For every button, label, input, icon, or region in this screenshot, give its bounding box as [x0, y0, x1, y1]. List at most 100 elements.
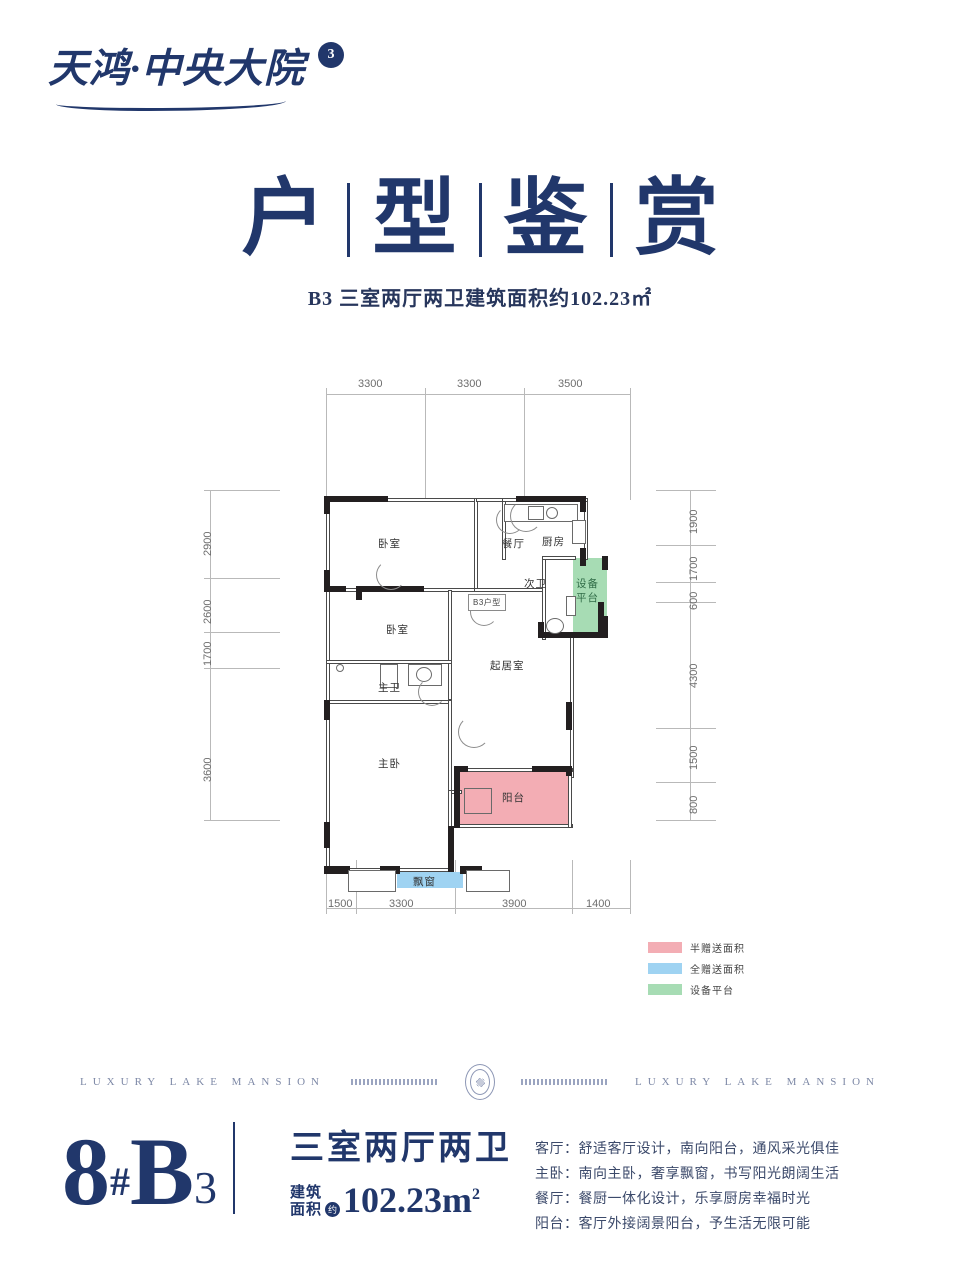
dim-top-line: [326, 394, 630, 395]
room-label-bedroom3: 卧室: [386, 624, 409, 636]
dim-left-line: [210, 490, 211, 820]
dim-left-tick-4: [204, 668, 280, 669]
page-title: 户 型 鉴 赏: [219, 168, 740, 272]
page-title-block: 户 型 鉴 赏 B3 三室两厅两卫建筑面积约102.23㎡: [0, 168, 960, 311]
door-arc-master-bath: [418, 678, 446, 706]
dim-right-tick-3: [656, 582, 716, 583]
dim-top-ext-4: [630, 394, 631, 500]
dim-right-6: 800: [688, 795, 700, 814]
dim-right-1: 1900: [688, 509, 700, 534]
dim-right-2: 1700: [688, 556, 700, 581]
dim-left-tick-5: [204, 820, 280, 821]
bay-window-frame-left: [348, 870, 396, 892]
subtitle-unit: ㎡: [631, 288, 653, 310]
room-label-equipment-platform-line2: 平台: [576, 592, 599, 604]
wall-masterbed-right-thick: [448, 826, 454, 872]
door-arc-master-bedroom: [458, 716, 490, 748]
dim-right-tick-6: [656, 782, 716, 783]
decorative-divider: LUXURY LAKE MANSION LUXURY LAKE MANSION: [0, 1062, 960, 1102]
room-label-equipment-platform-line1: 设备: [576, 578, 599, 590]
dim-right-tick-2: [656, 545, 716, 546]
wall-right-bedroom2: [474, 498, 478, 592]
floorplan: 3300 3300 3500 2900 2600 1700 3600 1900 …: [180, 370, 780, 930]
wall-balcony-tl: [454, 766, 468, 772]
bay-window-fill: [397, 872, 463, 888]
second-bath-toilet-icon: [546, 618, 564, 634]
divider-text-left: LUXURY LAKE MANSION: [80, 1076, 325, 1088]
wall-left-seg-2: [324, 700, 330, 720]
dim-right-tick-1: [656, 490, 716, 491]
title-char-2: 型: [372, 173, 457, 266]
unit-type-tag: B3户型: [468, 594, 506, 611]
dim-right-5: 1500: [688, 745, 700, 770]
dim-right-3: 600: [688, 591, 700, 610]
wall-bottom-left-thick: [324, 866, 350, 874]
wall-balcony-bottom: [457, 824, 573, 828]
unit-spec-block: 三室两厅两卫 建筑 面积 约 102.23m2: [290, 1128, 512, 1219]
room-label-master-bath: 主卫: [378, 682, 401, 694]
feature-list: 客厅：舒适客厅设计，南向阳台，通风采光俱佳 主卧：南向主卧，奢享飘窗，书写阳光朗…: [535, 1136, 840, 1236]
logo-swoosh-decoration: [56, 94, 286, 111]
room-label-living: 起居室: [490, 660, 525, 672]
wall-balcony-right: [568, 768, 572, 828]
wall-kitchen-top-thick: [516, 496, 586, 502]
wall-left-seg-3: [324, 822, 330, 848]
wall-balcony-left-thick: [454, 766, 460, 828]
legend-item-equipment-platform: 设备平台: [648, 982, 745, 997]
dim-top-ext-2: [425, 394, 426, 500]
dim-top-1: 3300: [358, 378, 383, 390]
wall-left-seg-1: [324, 570, 330, 592]
dim-bottom-2: 3300: [389, 898, 414, 910]
divider-medallion-icon: [465, 1064, 495, 1100]
door-arc-entry: [496, 506, 524, 534]
master-bath-toilet-icon: [380, 664, 398, 688]
wall-corner-tl: [324, 496, 330, 514]
kitchen-fridge: [572, 520, 586, 544]
dim-bottom-3: 3900: [502, 898, 527, 910]
dim-right-tick-7: [656, 820, 716, 821]
title-char-1: 户: [241, 173, 326, 266]
area-value: 102.23m2: [343, 1176, 480, 1219]
wall-mid-drop: [356, 586, 362, 600]
dim-right-line: [690, 490, 691, 820]
unit-letter: B: [130, 1118, 195, 1225]
title-separator-1: [347, 183, 351, 257]
balcony-utility-box: [464, 788, 492, 814]
dim-left-4: 3600: [202, 757, 214, 782]
balcony-fill: [457, 770, 570, 825]
dim-left-1: 2900: [202, 531, 214, 556]
wall-living-right-seg: [566, 702, 572, 730]
area-line: 建筑 面积 约 102.23m2: [290, 1176, 512, 1219]
dim-right-tick-4: [656, 602, 716, 603]
second-bath-sink-icon: [566, 596, 576, 616]
master-bath-shower-icon: [336, 664, 344, 672]
room-label-master-bedroom: 主卧: [378, 758, 401, 770]
wall-top-seg-1: [330, 496, 388, 502]
hash-symbol: #: [110, 1159, 130, 1204]
wall-right-masterbed: [448, 700, 452, 792]
wall-living-bottom-right: [566, 766, 572, 776]
divider-dash-left: [351, 1079, 439, 1085]
door-arc-bedroom3: [470, 598, 498, 626]
area-label: 建筑 面积: [290, 1185, 322, 1219]
dim-top-ext-3: [524, 394, 525, 500]
wall-masterbath-top: [326, 660, 452, 664]
dim-bottom-ext-4: [572, 860, 573, 914]
wall-platform-br: [602, 616, 608, 638]
title-char-4: 赏: [634, 173, 719, 266]
legend-swatch-green: [648, 984, 682, 995]
dim-left-tick-1: [204, 490, 280, 491]
subtitle-text: B3 三室两厅两卫建筑面积约102.23: [307, 288, 632, 310]
divider-text-right: LUXURY LAKE MANSION: [635, 1076, 880, 1088]
unit-identifier-block: 8 # B 3: [62, 1118, 249, 1225]
page-subtitle: B3 三室两厅两卫建筑面积约102.23㎡: [0, 282, 960, 311]
room-label-bedroom2: 卧室: [378, 538, 401, 550]
legend-swatch-pink: [648, 942, 682, 953]
wall-platform-tr: [602, 556, 608, 570]
room-label-kitchen: 厨房: [542, 536, 565, 548]
dim-bottom-1: 1500: [328, 898, 353, 910]
wall-right-bedroom3: [448, 590, 452, 700]
footer: 8 # B 3 三室两厅两卫 建筑 面积 约 102.23m2 客厅：舒适客厅设…: [0, 1118, 960, 1258]
dim-top-2: 3300: [457, 378, 482, 390]
